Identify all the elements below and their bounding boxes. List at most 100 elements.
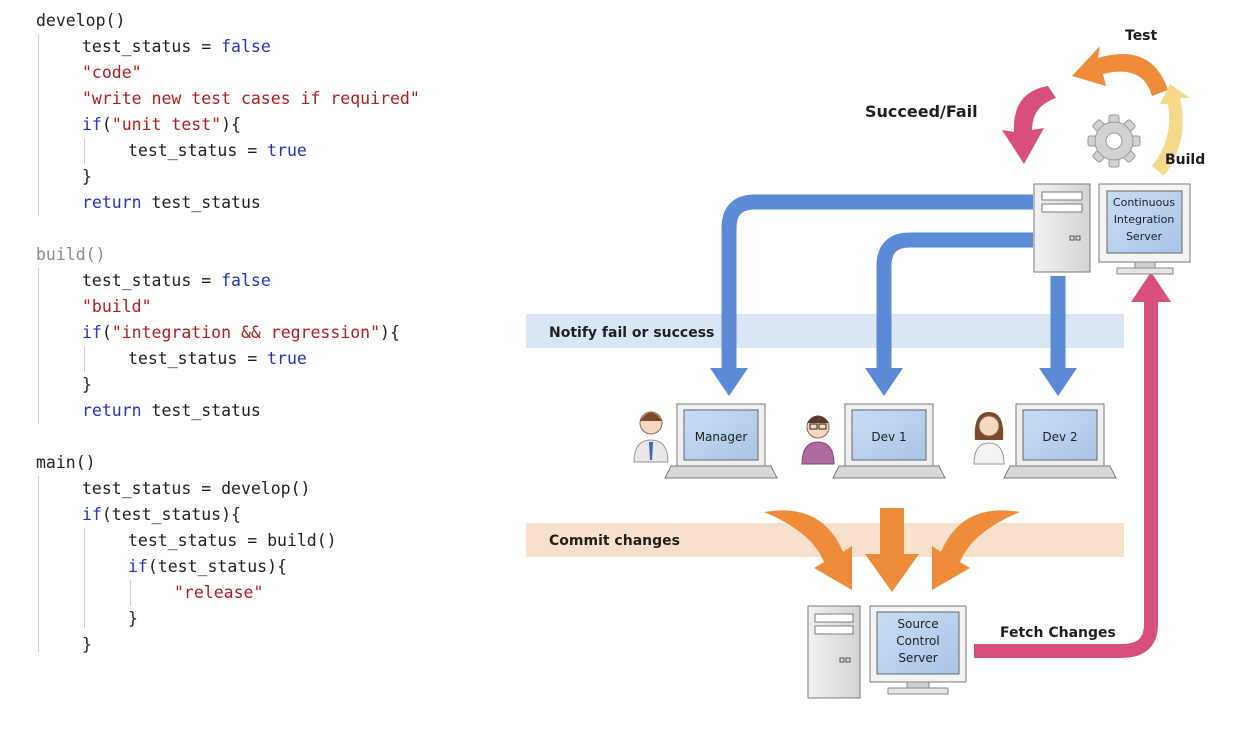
code-line: test_status = false — [82, 268, 271, 294]
code-keyword: false — [221, 271, 271, 290]
build-label: Build — [1165, 152, 1205, 168]
code-line: return test_status — [82, 190, 261, 216]
source-server-line1: Source — [897, 617, 938, 631]
code-line: main() — [36, 450, 96, 476]
code-keyword: return — [82, 401, 142, 420]
code-text: } — [128, 609, 138, 628]
source-server-tower-icon — [807, 605, 861, 699]
test-arrow — [1072, 46, 1168, 96]
fetch-label: Fetch Changes — [1000, 625, 1116, 641]
code-string: "build" — [82, 297, 152, 316]
succeed-fail-arrow — [1002, 86, 1056, 164]
code-line: "release" — [174, 580, 263, 606]
arrowhead-dev2 — [1039, 368, 1077, 396]
source-server-monitor-icon — [869, 605, 967, 695]
code-keyword: if — [82, 115, 102, 134]
code-line: } — [82, 632, 92, 658]
code-text: ){ — [221, 115, 241, 134]
code-text: } — [82, 375, 92, 394]
code-line: if("unit test"){ — [82, 112, 241, 138]
code-text: test_status = — [82, 271, 222, 290]
code-line: } — [128, 606, 138, 632]
code-line: } — [82, 372, 92, 398]
code-keyword: return — [82, 193, 142, 212]
indent-guide — [84, 138, 85, 164]
code-text: test_status = build() — [128, 531, 337, 550]
fetch-arrowhead — [1131, 272, 1171, 302]
code-text: (test_status){ — [147, 557, 287, 576]
ci-server-line2: Integration — [1114, 213, 1175, 226]
code-keyword: false — [221, 37, 271, 56]
code-panel: develop()test_status = false"code""write… — [0, 0, 500, 742]
commit-label: Commit changes — [549, 533, 680, 549]
code-line: if(test_status){ — [82, 502, 241, 528]
indent-guide — [84, 346, 85, 372]
code-line: "write new test cases if required" — [82, 86, 420, 112]
code-line: return test_status — [82, 398, 261, 424]
source-server-line2: Control — [896, 634, 939, 648]
gear-icon — [1087, 114, 1141, 168]
notify-arrows — [721, 194, 1066, 372]
code-text: test_status = — [82, 37, 222, 56]
ci-diagram: Notify fail or success Commit changes Fe… — [526, 28, 1205, 699]
ci-server-line1: Continuous — [1113, 196, 1175, 209]
succeed-fail-label: Succeed/Fail — [865, 102, 978, 121]
test-label: Test — [1125, 28, 1158, 44]
ci-server-tower-icon — [1033, 183, 1091, 273]
commit-arrow-left — [764, 510, 852, 590]
dev2-avatar — [973, 412, 1005, 465]
code-line: build() — [36, 242, 106, 268]
code-text: ( — [101, 115, 112, 134]
notify-arrow-dev1 — [876, 232, 1033, 372]
code-text: (test_status){ — [101, 505, 241, 524]
code-string: "unit test" — [111, 115, 222, 134]
code-line: test_status = true — [128, 138, 307, 164]
code-text: test_status = develop() — [82, 479, 311, 498]
code-keyword: if — [82, 505, 102, 524]
arrowhead-manager — [710, 368, 748, 396]
dev1-avatar — [801, 415, 835, 465]
code-line: test_status = true — [128, 346, 307, 372]
dev2-laptop-icon — [1003, 403, 1117, 479]
dev2-label: Dev 2 — [1042, 430, 1077, 444]
code-line: if("integration && regression"){ — [82, 320, 400, 346]
commit-arrows — [764, 508, 1020, 592]
ci-server-monitor-icon — [1098, 183, 1191, 275]
code-text: } — [82, 635, 92, 654]
code-string: "write new test cases if required" — [82, 89, 420, 108]
code-text: ( — [101, 323, 112, 342]
notify-band — [526, 314, 1124, 348]
code-text: } — [82, 167, 92, 186]
code-text: test_status = — [128, 141, 268, 160]
indent-guide — [130, 580, 131, 606]
code-keyword: true — [267, 349, 307, 368]
code-line: develop() — [36, 8, 125, 34]
code-text: ){ — [380, 323, 400, 342]
code-keyword: true — [267, 141, 307, 160]
code-text: test_status = — [128, 349, 268, 368]
fetch-changes-arrow — [974, 300, 1158, 658]
code-string: "release" — [174, 583, 264, 602]
indent-guide — [38, 476, 39, 652]
code-line: if(test_status){ — [128, 554, 287, 580]
indent-guide — [38, 34, 39, 216]
indent-guide — [84, 528, 85, 628]
notify-label: Notify fail or success — [549, 325, 714, 341]
code-text: test_status — [141, 401, 261, 420]
code-line: test_status = false — [82, 34, 271, 60]
arrowhead-dev1 — [865, 368, 903, 396]
code-text: main() — [36, 453, 96, 472]
code-string: "code" — [82, 63, 142, 82]
ci-server-line3: Server — [1126, 230, 1163, 243]
code-string: "integration && regression" — [111, 323, 381, 342]
code-line: test_status = develop() — [82, 476, 310, 502]
code-line: } — [82, 164, 92, 190]
code-keyword: if — [82, 323, 102, 342]
code-line: test_status = build() — [128, 528, 337, 554]
dev1-label: Dev 1 — [871, 430, 906, 444]
manager-laptop-icon — [664, 403, 778, 479]
notify-arrow-manager — [721, 194, 1033, 372]
source-server-line3: Server — [898, 651, 937, 665]
code-keyword: if — [128, 557, 148, 576]
code-line: "code" — [82, 60, 142, 86]
